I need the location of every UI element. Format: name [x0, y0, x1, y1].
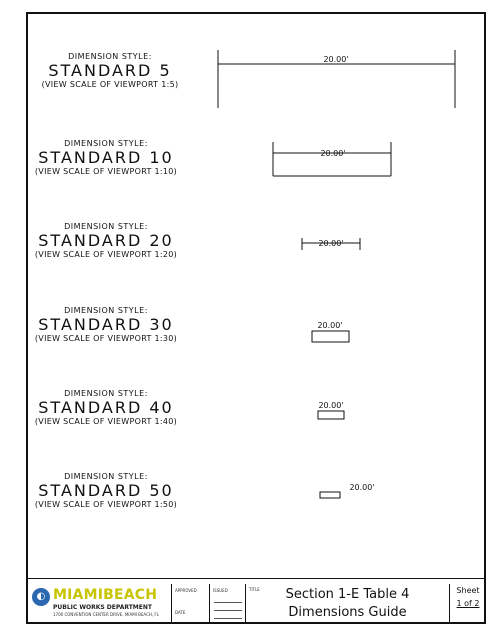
title-block-divider	[26, 578, 486, 579]
section-style-name: STANDARD 50	[38, 481, 174, 500]
department-address: 1700 CONVENTION CENTER DRIVE, MIAMI BEAC…	[53, 612, 159, 617]
drawing-sheet-border	[26, 12, 486, 624]
section-style-name: STANDARD 5	[48, 61, 172, 80]
dim-text-standard-5: 20.00'	[323, 55, 348, 64]
section-standard-20: DIMENSION STYLE: STANDARD 20 (VIEW SCALE…	[26, 222, 186, 259]
section-standard-30: DIMENSION STYLE: STANDARD 30 (VIEW SCALE…	[26, 306, 186, 343]
dimension-line-standard-40	[317, 410, 345, 420]
section-heading: DIMENSION STYLE:	[64, 306, 148, 315]
title-block-logo: ◐ MIAMIBEACH PUBLIC WORKS DEPARTMENT 170…	[26, 584, 172, 624]
section-heading: DIMENSION STYLE:	[64, 139, 148, 148]
department-name: PUBLIC WORKS DEPARTMENT	[53, 604, 152, 611]
dimension-line-standard-50	[319, 491, 341, 499]
section-standard-5: DIMENSION STYLE: STANDARD 5 (VIEW SCALE …	[30, 52, 190, 89]
section-heading: DIMENSION STYLE:	[64, 389, 148, 398]
section-heading: DIMENSION STYLE:	[64, 472, 148, 481]
issued-label: ISSUED	[213, 588, 228, 593]
section-style-name: STANDARD 10	[38, 148, 174, 167]
title-block-sheet: Sheet 1 of 2	[450, 584, 486, 624]
section-scale: (VIEW SCALE OF VIEWPORT 1:50)	[34, 500, 178, 509]
drawing-title-line-1: Section 1-E Table 4	[285, 587, 410, 602]
miami-beach-logo-icon: ◐	[32, 588, 50, 606]
title-block-title: TITLE Section 1-E Table 4 Dimensions Gui…	[246, 584, 450, 624]
dimension-line-standard-30	[311, 330, 350, 343]
section-standard-10: DIMENSION STYLE: STANDARD 10 (VIEW SCALE…	[26, 139, 186, 176]
dim-text-standard-50: 20.00'	[349, 483, 374, 492]
section-style-name: STANDARD 20	[38, 231, 174, 250]
drawing-title-line-2: Dimensions Guide	[288, 605, 407, 620]
title-block-issued: ISSUED	[210, 584, 246, 624]
section-scale: (VIEW SCALE OF VIEWPORT 1:5)	[41, 80, 179, 89]
dim-text-standard-30: 20.00'	[317, 321, 342, 330]
dim-text-standard-10: 20.00'	[320, 149, 345, 158]
dim-text-standard-40: 20.00'	[318, 401, 343, 410]
section-scale: (VIEW SCALE OF VIEWPORT 1:20)	[34, 250, 178, 259]
dimension-line-standard-20	[301, 238, 361, 250]
dim-text-standard-20: 20.00'	[318, 239, 343, 248]
section-heading: DIMENSION STYLE:	[68, 52, 152, 61]
dimension-line-standard-10	[272, 142, 392, 177]
logo-text: MIAMIBEACH	[53, 587, 158, 603]
section-style-name: STANDARD 30	[38, 315, 174, 334]
date-label: DATE	[175, 610, 186, 615]
approved-label: APPROVED	[175, 588, 197, 593]
section-scale: (VIEW SCALE OF VIEWPORT 1:10)	[34, 167, 178, 176]
section-scale: (VIEW SCALE OF VIEWPORT 1:40)	[34, 417, 178, 426]
section-standard-40: DIMENSION STYLE: STANDARD 40 (VIEW SCALE…	[26, 389, 186, 426]
section-standard-50: DIMENSION STYLE: STANDARD 50 (VIEW SCALE…	[26, 472, 186, 509]
section-style-name: STANDARD 40	[38, 398, 174, 417]
sheet-label: Sheet	[456, 586, 480, 595]
section-heading: DIMENSION STYLE:	[64, 222, 148, 231]
title-label: TITLE	[249, 587, 260, 592]
section-scale: (VIEW SCALE OF VIEWPORT 1:30)	[34, 334, 178, 343]
title-block-approved: APPROVED DATE	[172, 584, 210, 624]
dimension-line-standard-5	[217, 50, 456, 108]
sheet-number: 1 of 2	[456, 599, 480, 608]
